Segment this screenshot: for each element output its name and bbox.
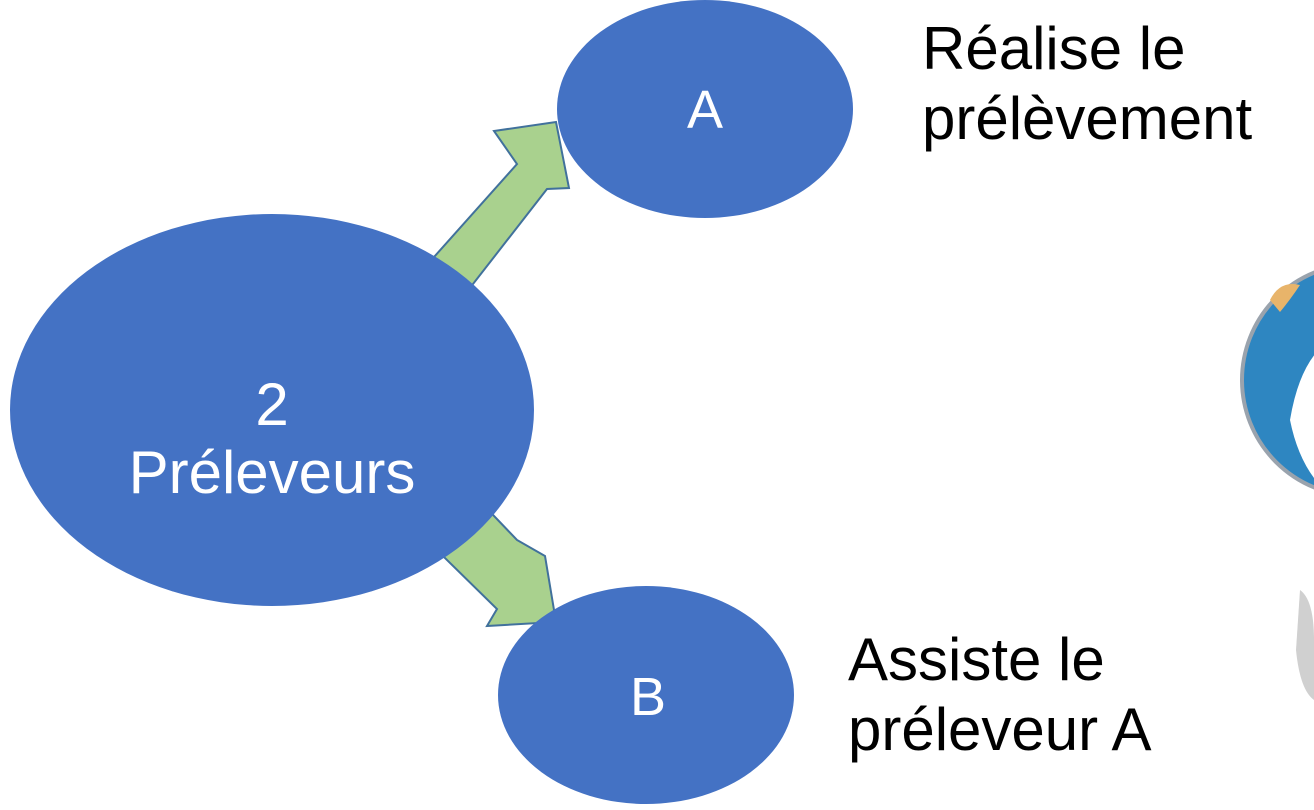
node-a-label: A	[687, 80, 723, 140]
center-node-label: Préleveurs	[129, 439, 416, 506]
center-node	[10, 214, 534, 606]
center-node-number: 2	[255, 371, 288, 438]
node-b-description: Assiste le préleveur A	[848, 625, 1152, 765]
node-b-label: B	[630, 667, 666, 727]
illustration-shadow	[1296, 590, 1314, 700]
node-a	[557, 0, 853, 218]
node-b-description-line1: Assiste le	[848, 626, 1105, 693]
arrow-to-a	[424, 120, 571, 304]
illustration-hair	[1270, 284, 1300, 312]
node-a-description: Réalise le prélèvement	[922, 14, 1252, 154]
node-b-description-line2: préleveur A	[848, 696, 1152, 763]
node-a-description-line1: Réalise le	[922, 15, 1186, 82]
node-a-description-line2: prélèvement	[922, 85, 1253, 152]
node-b	[498, 586, 794, 804]
person-illustration	[1240, 270, 1314, 700]
illustration-coat	[1290, 355, 1314, 479]
